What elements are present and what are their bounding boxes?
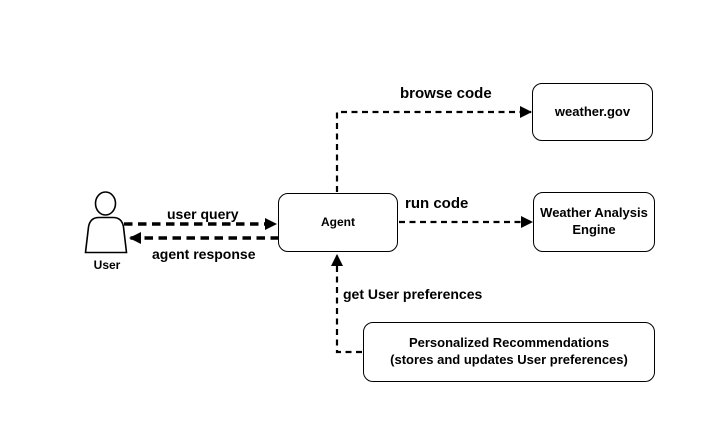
user-query-label: user query: [167, 206, 239, 222]
browse-code-label: browse code: [400, 85, 492, 102]
browse-code-arrow: [335, 106, 532, 192]
personalized-recommendations-node: Personalized Recommendations (stores and…: [363, 322, 655, 382]
weather-gov-node: weather.gov: [532, 83, 653, 141]
user-caption: User: [93, 258, 121, 272]
agent-response-label: agent response: [152, 246, 256, 262]
weather-gov-label: weather.gov: [554, 103, 631, 119]
weather-analysis-node: Weather Analysis Engine: [533, 192, 655, 252]
agent-label: Agent: [321, 214, 355, 229]
personalized-label-line2: (stores and updates User preferences): [390, 352, 628, 367]
get-user-preferences-label: get User preferences: [343, 286, 483, 302]
get-user-preferences-arrow: [331, 254, 362, 354]
weather-analysis-label-line1: Weather Analysis: [540, 205, 648, 221]
user-icon: [84, 191, 128, 254]
agent-node: Agent: [278, 193, 398, 252]
user-icon-body: [84, 216, 128, 254]
personalized-label-line1: Personalized Recommendations: [408, 335, 610, 351]
weather-analysis-label-line2: Engine: [572, 222, 616, 237]
user-icon-head: [94, 191, 117, 216]
run-code-label: run code: [405, 195, 469, 212]
